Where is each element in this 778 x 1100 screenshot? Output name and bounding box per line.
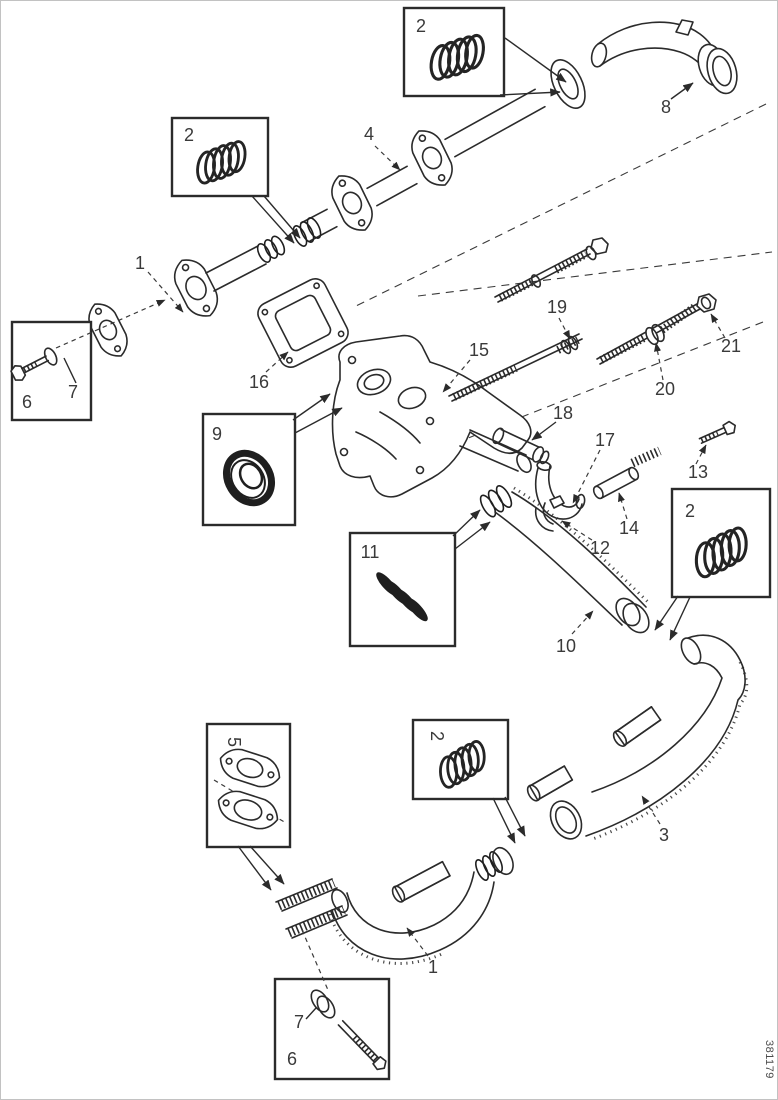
branch-stub bbox=[391, 860, 451, 903]
flange-plate bbox=[331, 175, 373, 231]
detail-box-label: 5 bbox=[224, 737, 244, 747]
part-elbow-pipe-8 bbox=[590, 19, 738, 95]
part-tube-14 bbox=[592, 466, 640, 500]
part-manifold-1-bottom bbox=[275, 846, 514, 965]
detail-box-label: 2 bbox=[427, 731, 447, 741]
callout-13: 13 bbox=[688, 462, 708, 482]
branch-stub bbox=[526, 765, 574, 802]
assembly-axis-lines bbox=[351, 103, 773, 469]
detail-box-2-upper-left: 2 bbox=[170, 116, 301, 244]
seal-rings bbox=[256, 235, 286, 263]
callout-3: 3 bbox=[659, 825, 669, 845]
flange-plate bbox=[411, 130, 453, 186]
part-manifold-pipe-3 bbox=[526, 634, 749, 842]
callout-8: 8 bbox=[661, 97, 671, 117]
detail-box-2-lower-center: 2 bbox=[411, 718, 526, 844]
detail-box-2-top: 2 bbox=[402, 6, 567, 98]
detail-box-6-7-bottom: 7 6 bbox=[273, 929, 391, 1081]
gasket-illustration bbox=[217, 790, 279, 830]
callout-12: 12 bbox=[590, 538, 610, 558]
part-screw-13 bbox=[698, 420, 736, 444]
detail-box-label: 7 bbox=[68, 382, 78, 402]
part-connector-18 bbox=[492, 427, 550, 465]
detail-box-5: 5 bbox=[205, 722, 292, 891]
callout-1-top: 1 bbox=[135, 253, 145, 273]
callout-4: 4 bbox=[364, 124, 374, 144]
detail-box-6-7-left: 6 7 bbox=[10, 299, 166, 422]
bolt-illustration bbox=[10, 347, 58, 381]
detail-box-label: 7 bbox=[294, 1012, 304, 1032]
seal-rings bbox=[475, 851, 503, 881]
part-gasket-16 bbox=[257, 278, 349, 368]
gasket-illustration bbox=[219, 748, 281, 788]
callout-19: 19 bbox=[547, 297, 567, 317]
part-hose-17 bbox=[534, 461, 586, 520]
callout-labels: 1 4 8 16 15 19 21 20 18 17 13 14 12 10 3… bbox=[135, 82, 741, 977]
callout-15: 15 bbox=[469, 340, 489, 360]
part-stud-19 bbox=[448, 333, 583, 402]
part-flanged-pipe-1-top bbox=[88, 235, 286, 357]
detail-box-label: 2 bbox=[685, 501, 695, 521]
callout-16: 16 bbox=[249, 372, 269, 392]
callout-10: 10 bbox=[556, 636, 576, 656]
detail-box-11: 11 bbox=[348, 509, 491, 648]
detail-box-9: 9 bbox=[201, 393, 343, 527]
detail-box-label: 2 bbox=[184, 125, 194, 145]
branch-stub bbox=[612, 706, 662, 747]
detail-box-label: 2 bbox=[416, 16, 426, 36]
detail-box-label: 6 bbox=[22, 392, 32, 412]
callout-17: 17 bbox=[595, 430, 615, 450]
part-nut-21 bbox=[696, 293, 717, 313]
part-housing-15 bbox=[331, 334, 532, 498]
bolt-illustration bbox=[337, 1019, 387, 1071]
seal-rings bbox=[479, 485, 513, 518]
callout-20: 20 bbox=[655, 379, 675, 399]
part-elbow-pipe-10 bbox=[479, 485, 651, 634]
callout-1-bottom: 1 bbox=[428, 957, 438, 977]
figure-number: 381179 bbox=[763, 1040, 775, 1079]
detail-box-label: 9 bbox=[212, 424, 222, 444]
part-clamp-12 bbox=[534, 495, 565, 532]
part-stud-20 bbox=[596, 302, 701, 365]
callout-21: 21 bbox=[721, 336, 741, 356]
gasket-flange bbox=[88, 303, 128, 357]
part-threaded-sleeve bbox=[630, 446, 662, 468]
callout-14: 14 bbox=[619, 518, 639, 538]
detail-box-label: 6 bbox=[287, 1049, 297, 1069]
flange-plate bbox=[173, 259, 219, 317]
gasket-stack bbox=[275, 878, 348, 939]
detail-box-label: 11 bbox=[361, 542, 380, 562]
callout-18: 18 bbox=[553, 403, 573, 423]
part-stud-upper bbox=[494, 237, 609, 303]
detail-box-2-right: 2 bbox=[654, 487, 772, 641]
